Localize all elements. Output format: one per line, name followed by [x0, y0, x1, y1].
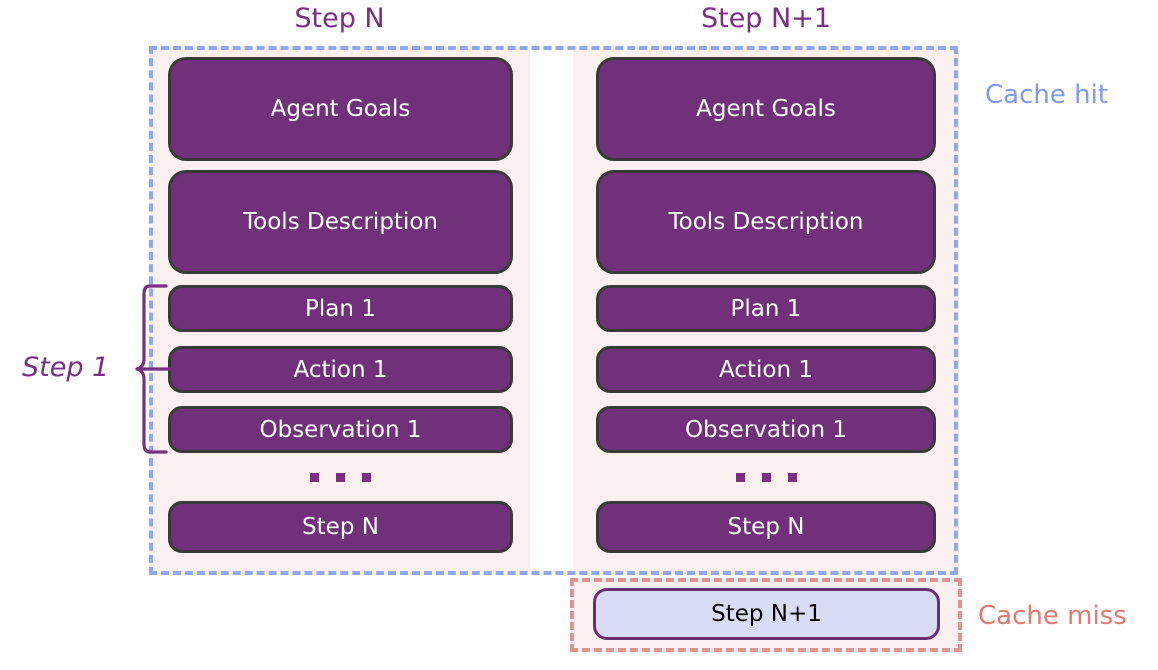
cache-hit-label: Cache hit: [985, 80, 1109, 110]
block-observation-1-step-n: Observation 1: [168, 406, 513, 453]
block-observation-1-step-n-plus-1: Observation 1: [596, 406, 936, 453]
block-tools-description-step-n-plus-1: Tools Description: [596, 170, 936, 274]
step-1-brace-icon: [135, 284, 173, 454]
column-title-step-n: Step N: [294, 3, 385, 34]
block-step-n-plus-1-new: Step N+1: [593, 588, 940, 640]
cache-miss-label: Cache miss: [978, 601, 1127, 631]
cache-hit-region: [149, 46, 958, 575]
step-1-bracket-label: Step 1: [22, 352, 110, 383]
ellipsis-dot: [787, 472, 797, 482]
block-agent-goals-step-n-plus-1: Agent Goals: [596, 57, 936, 161]
column-title-step-n-plus-1: Step N+1: [700, 3, 832, 34]
ellipsis-dot: [336, 472, 345, 482]
block-plan-1-step-n-plus-1: Plan 1: [596, 285, 936, 332]
block-agent-goals-step-n: Agent Goals: [168, 57, 513, 161]
ellipsis-step-n: [168, 462, 513, 492]
block-step-n-step-n-plus-1: Step N: [596, 501, 936, 553]
block-action-1-step-n: Action 1: [168, 346, 513, 393]
ellipsis-dot: [310, 472, 319, 482]
ellipsis-dot: [761, 472, 771, 482]
block-plan-1-step-n: Plan 1: [168, 285, 513, 332]
block-action-1-step-n-plus-1: Action 1: [596, 346, 936, 393]
ellipsis-dot: [735, 472, 745, 482]
ellipsis-dot: [362, 472, 371, 482]
ellipsis-step-n-plus-1: [596, 462, 936, 492]
block-step-n-step-n: Step N: [168, 501, 513, 553]
block-tools-description-step-n: Tools Description: [168, 170, 513, 274]
